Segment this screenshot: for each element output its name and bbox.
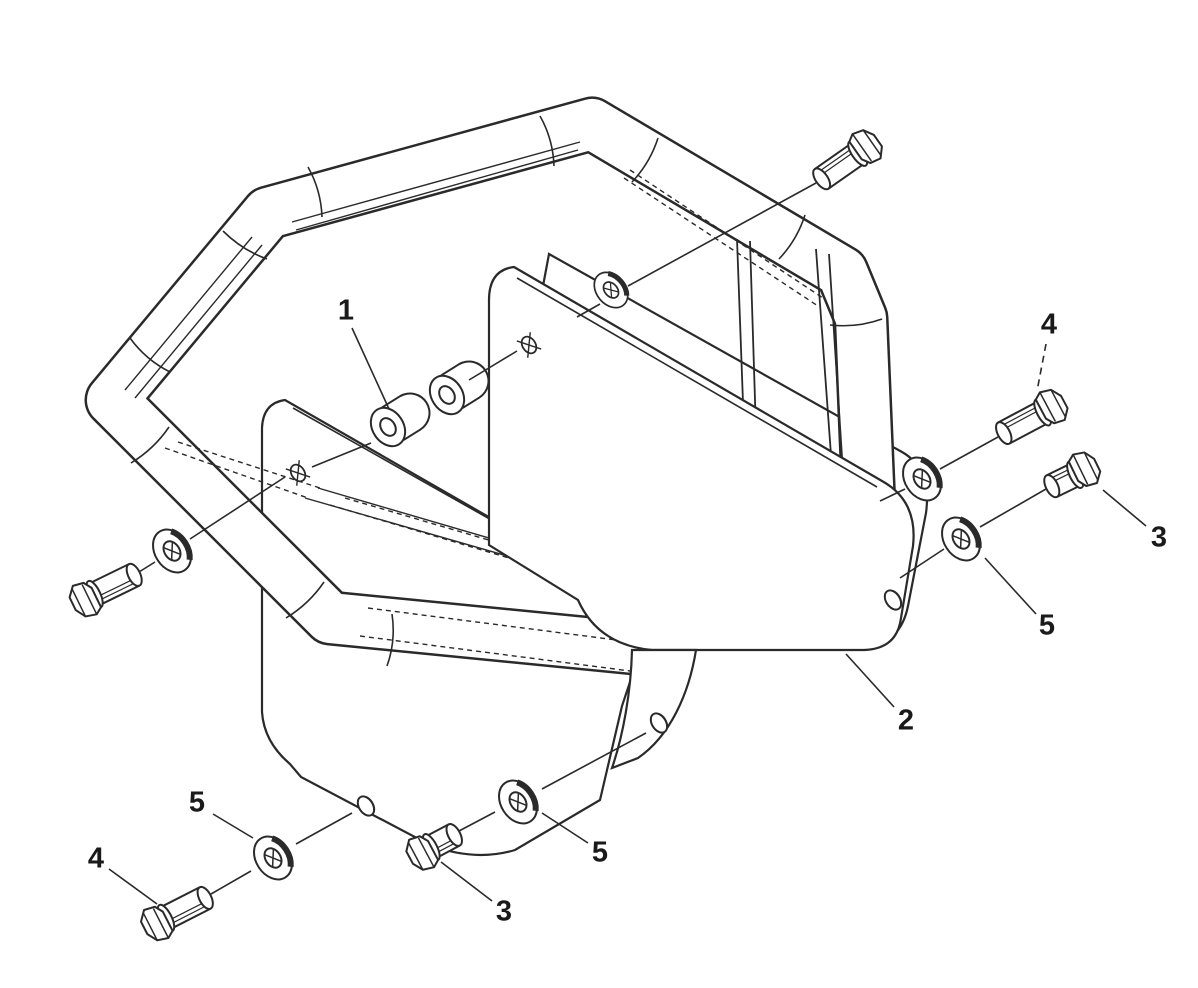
callout-5-right-leader — [984, 557, 1037, 615]
tube-seam-lines — [124, 141, 613, 583]
tube-seam-hatch-lines — [164, 169, 827, 673]
hardware-axis-lines — [138, 182, 1047, 895]
bolt-right-short — [1037, 446, 1106, 506]
callout-1-leader — [351, 327, 390, 410]
callout-3-right-leader — [1102, 489, 1147, 527]
callout-5-bottom-left-label: 5 — [189, 787, 205, 819]
washer-right-lower — [934, 510, 988, 567]
callout-2-leader — [845, 653, 895, 708]
front-plate-edge-line — [516, 277, 878, 488]
front-bracket-plate — [487, 265, 915, 652]
bolt-right-long — [988, 383, 1073, 452]
bolt-left — [64, 555, 149, 623]
washer-bottom-left — [246, 829, 300, 886]
spacer-bushing-front — [364, 401, 412, 452]
callout-5-bottom-middle-label: 5 — [592, 837, 608, 869]
callout-4-bottom-left-leader — [108, 868, 158, 905]
bolt-bottom-left — [135, 879, 221, 947]
callout-4-bottom-left-label: 4 — [88, 843, 104, 875]
callout-5-bottom-left-leader — [212, 813, 254, 839]
callout-4-right-leader — [1036, 343, 1047, 392]
callout-5-bottom-middle-leader — [541, 812, 589, 844]
bolt-top-right — [804, 123, 889, 198]
guard-tube-body — [87, 99, 894, 675]
callout-1-label: 1 — [338, 295, 354, 327]
callout-3-right-label: 3 — [1151, 522, 1167, 554]
callout-2-label: 2 — [898, 705, 914, 737]
callout-3-bottom-label: 3 — [496, 896, 512, 928]
callout-3-bottom-leader — [440, 861, 493, 902]
support-strut-bars — [736, 238, 843, 458]
callout-5-right-label: 5 — [1039, 610, 1055, 642]
front-plate-bottom-ear — [610, 648, 698, 770]
washer-left — [145, 522, 199, 579]
callout-4-right-label: 4 — [1041, 309, 1057, 341]
